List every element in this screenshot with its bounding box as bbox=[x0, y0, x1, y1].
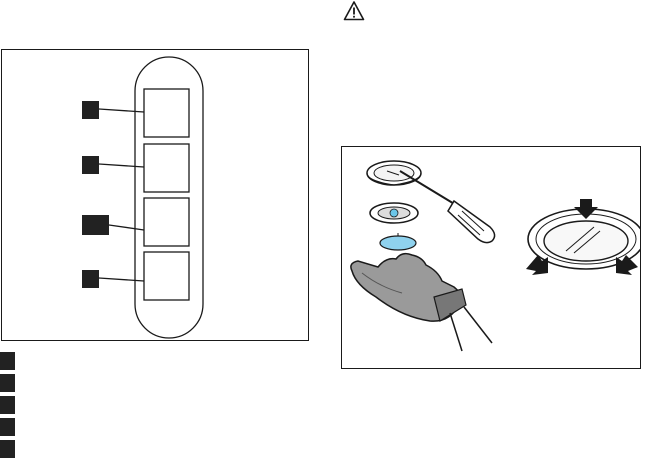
lamp-cover-icon bbox=[367, 161, 421, 185]
legend-marker bbox=[0, 396, 15, 414]
lamp-glass-icon bbox=[380, 233, 416, 250]
control-panel-figure bbox=[1, 49, 309, 341]
legend-marker bbox=[0, 440, 15, 458]
lamp-holder-icon bbox=[370, 203, 418, 223]
lamp-replacement-illustration bbox=[341, 146, 641, 369]
glove-hand-icon bbox=[351, 254, 492, 351]
callout-marker bbox=[82, 270, 99, 288]
callout-marker bbox=[82, 215, 109, 235]
legend-marker bbox=[0, 374, 15, 392]
legend-marker bbox=[0, 418, 15, 436]
legend-marker bbox=[0, 352, 15, 370]
control-panel-drawing bbox=[2, 50, 308, 340]
warning-triangle-icon bbox=[343, 0, 365, 22]
callout-marker bbox=[82, 101, 99, 119]
callout-marker bbox=[82, 156, 99, 174]
legend bbox=[0, 352, 20, 461]
